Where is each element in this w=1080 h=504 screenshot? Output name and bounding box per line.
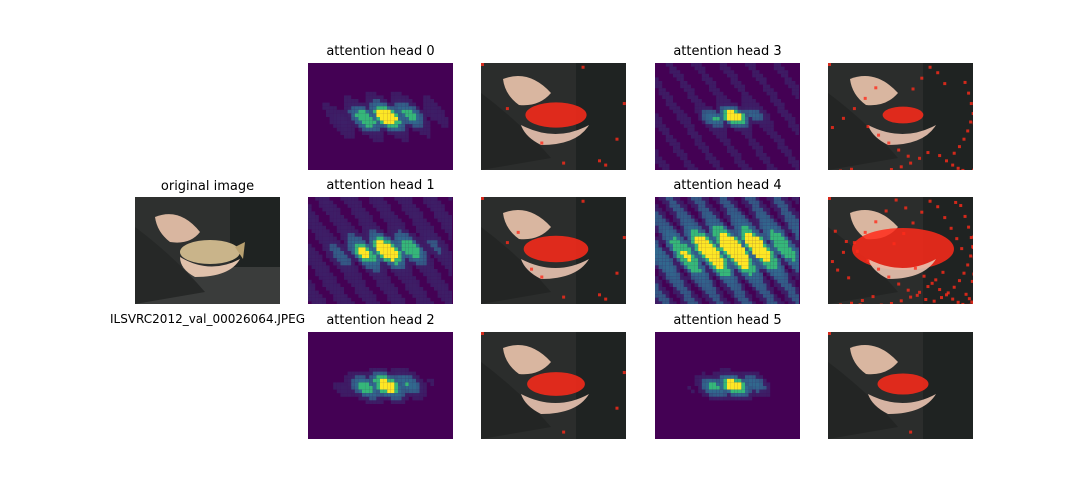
- head-1-heatmap: [308, 197, 453, 304]
- head-4-title: attention head 4: [673, 178, 782, 193]
- head-0-overlay: [481, 63, 626, 170]
- head-5-heatmap: [655, 332, 800, 439]
- original-image: [135, 197, 280, 304]
- head-5-overlay: [828, 332, 973, 439]
- head-1-title: attention head 1: [326, 178, 435, 193]
- head-5-title: attention head 5: [673, 313, 782, 328]
- original-image-title: original image: [160, 179, 255, 194]
- head-3-title: attention head 3: [673, 44, 782, 59]
- head-4-heatmap: [655, 197, 800, 304]
- head-3-overlay: [828, 63, 973, 170]
- original-photo: [135, 197, 280, 304]
- head-0-title: attention head 0: [326, 44, 435, 59]
- head-0-heatmap: [308, 63, 453, 170]
- image-filename: ILSVRC2012_val_00026064.JPEG: [110, 312, 306, 326]
- head-4-overlay: [828, 197, 973, 304]
- head-2-heatmap: [308, 332, 453, 439]
- head-2-title: attention head 2: [326, 313, 435, 328]
- head-1-overlay: [481, 197, 626, 304]
- head-2-overlay: [481, 332, 626, 439]
- head-3-heatmap: [655, 63, 800, 170]
